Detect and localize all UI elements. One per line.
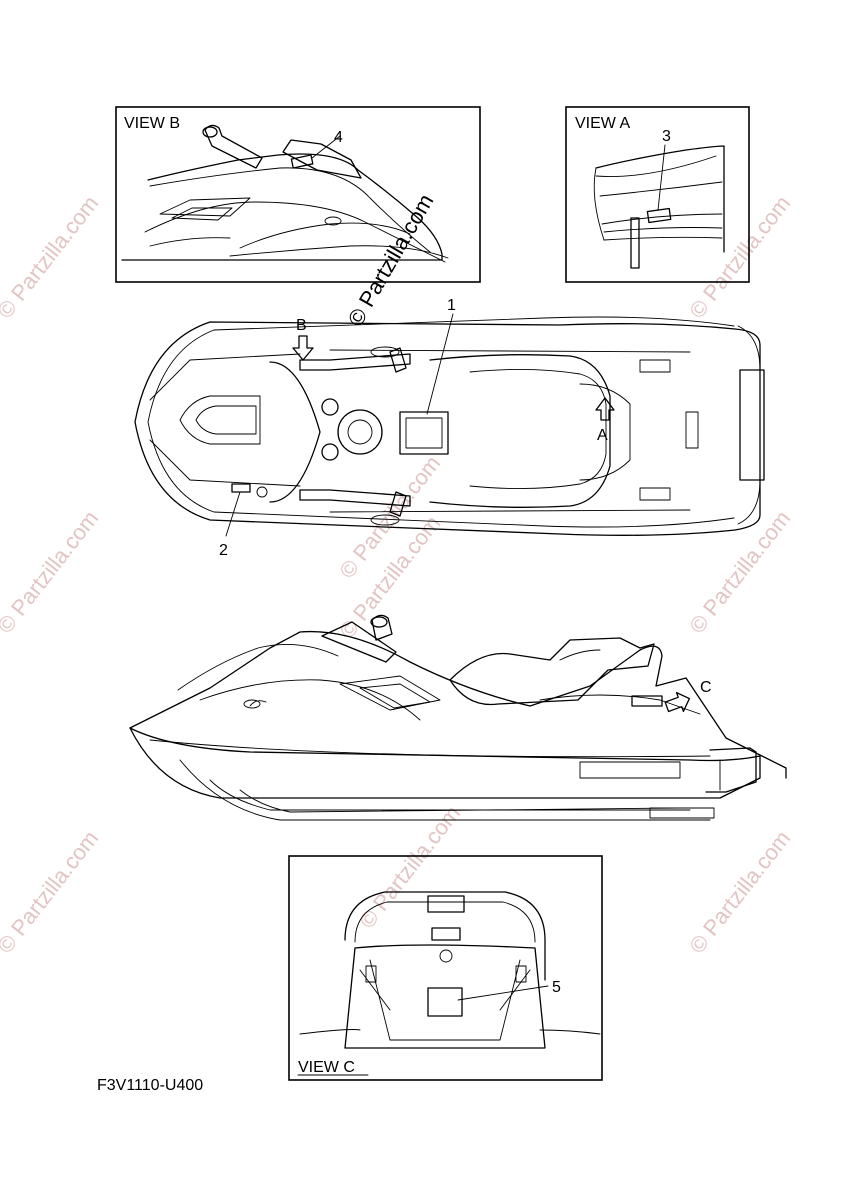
arrow-c-label: C: [700, 679, 712, 696]
watermark: © Partzilla.com: [0, 191, 103, 323]
arrow-b-label: B: [296, 317, 307, 334]
watermarks: © Partzilla.com © Partzilla.com © Partzi…: [0, 191, 795, 958]
view-a-panel: VIEW A 3: [565, 106, 750, 283]
callout-4: 4: [334, 129, 343, 146]
watermark: © Partzilla.com: [0, 506, 103, 638]
figure-code: F3V1110-U400: [97, 1077, 203, 1094]
watermark: © Partzilla.com: [354, 801, 465, 933]
view-c-panel: VIEW C 5: [288, 855, 603, 1081]
view-a-label: VIEW A: [575, 115, 630, 132]
watermark: © Partzilla.com: [684, 191, 795, 323]
callout-3: 3: [662, 128, 671, 145]
top-view: A 2 1 B: [134, 297, 765, 559]
side-view: C: [129, 614, 787, 821]
view-b-label: VIEW B: [124, 115, 180, 132]
callout-2: 2: [219, 542, 228, 559]
watermark: © Partzilla.com: [0, 826, 103, 958]
callout-1: 1: [447, 297, 456, 314]
watermark: © Partzilla.com: [684, 506, 795, 638]
arrow-a-label: A: [597, 427, 608, 444]
callout-5: 5: [552, 979, 561, 996]
watermark: © Partzilla.com: [684, 826, 795, 958]
view-b-panel: VIEW B 4: [115, 106, 481, 283]
view-c-label: VIEW C: [298, 1059, 355, 1076]
